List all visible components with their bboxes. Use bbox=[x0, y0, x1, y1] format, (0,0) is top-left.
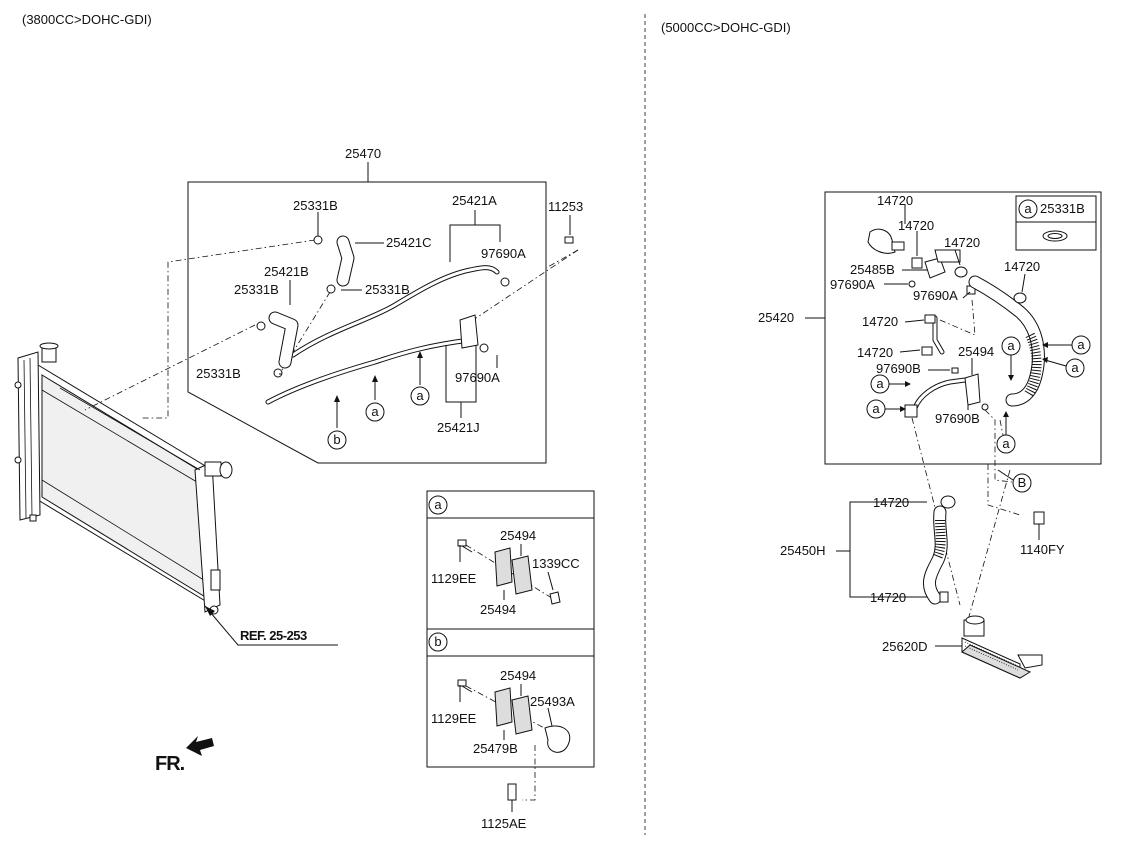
label-25494: 25494 bbox=[958, 344, 994, 359]
detail-a-tag-text: a bbox=[434, 497, 442, 512]
kit-25420: 25420 a 25331B bbox=[758, 191, 1102, 483]
callout-a-r1-text: a bbox=[1077, 337, 1085, 352]
callout-a-2-text: a bbox=[416, 388, 424, 403]
detail-b-tag bbox=[428, 632, 448, 652]
callout-a-r2: a bbox=[1042, 357, 1085, 378]
label-25470: 25470 bbox=[345, 146, 381, 161]
label-97690A-1: 97690A bbox=[830, 277, 875, 292]
callout-a-r4: a bbox=[870, 374, 911, 394]
detail-a-tag bbox=[428, 495, 448, 515]
detail-b-1125AE: 1125AE bbox=[481, 816, 527, 831]
label-25421B: 25421B bbox=[264, 264, 309, 279]
detail-b-tag-text: b bbox=[434, 634, 441, 649]
callout-a-1-text: a bbox=[371, 404, 379, 419]
label-14720-6: 14720 bbox=[857, 345, 893, 360]
label-25331B-mid: 25331B bbox=[365, 282, 410, 297]
callout-a-r4-text: a bbox=[876, 376, 884, 391]
legend-tag-text: a bbox=[1024, 201, 1032, 216]
detail-a-25494-bot: 25494 bbox=[480, 602, 516, 617]
header-3800cc: (3800CC>DOHC-GDI) bbox=[22, 12, 152, 27]
callout-B-text: B bbox=[1018, 475, 1027, 490]
label-25420: 25420 bbox=[758, 310, 794, 325]
callout-a-r6: a bbox=[996, 411, 1016, 454]
detail-a-1339CC: 1339CC bbox=[532, 556, 580, 571]
detail-b-1129EE: 1129EE bbox=[431, 711, 477, 726]
label-97690A-2: 97690A bbox=[913, 288, 958, 303]
detail-b-25479B: 25479B bbox=[473, 741, 518, 756]
callout-a-2 bbox=[410, 386, 430, 406]
label-97690B-1: 97690B bbox=[876, 361, 921, 376]
callout-a-r6-text: a bbox=[1002, 436, 1010, 451]
label-1140FY: 1140FY bbox=[1020, 542, 1065, 557]
label-97690A-top: 97690A bbox=[481, 246, 526, 261]
radiator-drawing bbox=[14, 342, 233, 615]
detail-b-25494: 25494 bbox=[500, 668, 536, 683]
label-25331B-top: 25331B bbox=[293, 198, 338, 213]
label-14720-3: 14720 bbox=[944, 235, 980, 250]
label-25331B-left: 25331B bbox=[234, 282, 279, 297]
detail-a-25494-top: 25494 bbox=[500, 528, 536, 543]
callout-a-r2-text: a bbox=[1071, 360, 1079, 375]
label-14720-4: 14720 bbox=[1004, 259, 1040, 274]
detail-b-25493A: 25493A bbox=[530, 694, 575, 709]
ref-label: REF. 25-253 bbox=[240, 628, 307, 643]
label-25421J: 25421J bbox=[437, 420, 480, 435]
lower-right-assembly: B 14720 25450H 14720 1140FY 25620D bbox=[780, 417, 1065, 679]
label-14720-2: 14720 bbox=[898, 218, 934, 233]
leader-lines-left bbox=[84, 239, 579, 419]
kit-25470: 25470 bbox=[187, 146, 583, 464]
fr-arrow-icon bbox=[186, 736, 214, 756]
label-25331B-low: 25331B bbox=[196, 366, 241, 381]
label-14720-8: 14720 bbox=[870, 590, 906, 605]
ref-pointer: REF. 25-253 bbox=[204, 605, 338, 646]
label-14720-1: 14720 bbox=[877, 193, 913, 208]
detail-box: a b 25494 1339CC 1129EE 25494 25494 2549 bbox=[426, 490, 595, 831]
clamp-icon bbox=[1042, 230, 1068, 242]
callout-B bbox=[1012, 473, 1032, 493]
callout-a-r5-text: a bbox=[872, 401, 880, 416]
legend-tag bbox=[1018, 199, 1038, 219]
fr-label: FR. bbox=[155, 753, 185, 775]
detail-a-1129EE: 1129EE bbox=[431, 571, 477, 586]
legend-part-label: 25331B bbox=[1040, 201, 1085, 216]
label-97690B-2: 97690B bbox=[935, 411, 980, 426]
label-14720-7: 14720 bbox=[873, 495, 909, 510]
callout-a-1 bbox=[365, 402, 385, 422]
header-5000cc: (5000CC>DOHC-GDI) bbox=[661, 20, 791, 35]
label-25421C: 25421C bbox=[386, 235, 432, 250]
callout-a-r1: a bbox=[1042, 335, 1091, 355]
label-25450H: 25450H bbox=[780, 543, 826, 558]
callout-a-r5: a bbox=[866, 399, 906, 419]
label-97690A-low: 97690A bbox=[455, 370, 500, 385]
label-11253: 11253 bbox=[548, 199, 583, 214]
label-25421A: 25421A bbox=[452, 193, 497, 208]
front-indicator: FR. bbox=[155, 736, 214, 775]
label-14720-5: 14720 bbox=[862, 314, 898, 329]
callout-b bbox=[327, 430, 347, 450]
label-25620D: 25620D bbox=[882, 639, 928, 654]
callout-a-r3: a bbox=[1001, 336, 1021, 381]
label-25485B: 25485B bbox=[850, 262, 895, 277]
callout-a-r3-text: a bbox=[1007, 338, 1015, 353]
callout-b-text: b bbox=[333, 432, 340, 447]
